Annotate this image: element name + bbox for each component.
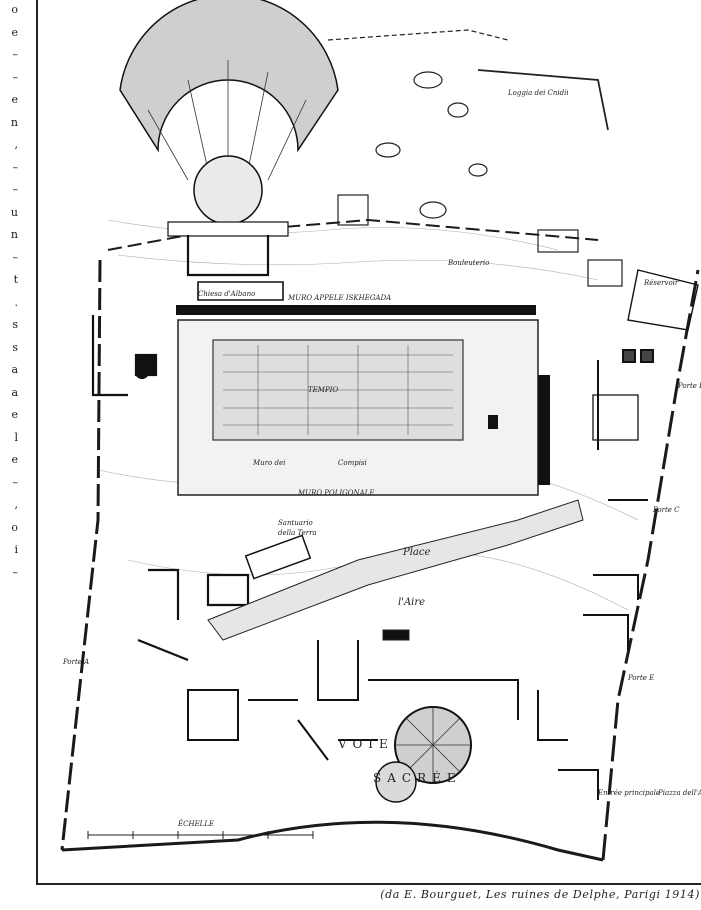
sacred-way xyxy=(207,499,584,641)
figure-caption: (da E. Bourguet, Les ruines de Delphe, P… xyxy=(270,888,700,906)
caption-title: Les ruines de Delphe xyxy=(485,888,617,901)
margin-letter: – xyxy=(12,183,19,196)
margin-letter: e xyxy=(11,93,18,106)
margin-letter: – xyxy=(12,48,19,61)
margin-letter: s xyxy=(12,340,18,354)
label-muro: MURO APPELE ISKHEGADA xyxy=(287,294,391,302)
left-structures xyxy=(91,235,284,662)
upper-right-complex xyxy=(327,29,623,287)
label-bouleuterio: Bouleuterio xyxy=(447,259,490,267)
label-porte-d: Porte D xyxy=(677,382,701,390)
margin-letter: – xyxy=(12,475,19,489)
caption-prefix: (da E. Bourguet, xyxy=(380,888,486,901)
margin-letter: e xyxy=(11,25,18,39)
margin-letter: – xyxy=(12,160,19,174)
margin-letter: a xyxy=(11,363,18,376)
label-entree: Entrée principale xyxy=(597,789,660,797)
label-della-terra: della Terra xyxy=(278,529,317,537)
label-porte-c: Porte C xyxy=(652,506,680,514)
margin-letter: , xyxy=(14,138,19,151)
margin-letter: u xyxy=(10,205,18,219)
round-monument xyxy=(375,706,472,803)
margin-letter: n xyxy=(10,228,18,241)
label-compisi: Compisi xyxy=(338,459,367,467)
label-reservoir: Réservoir xyxy=(643,279,679,287)
site-plan-frame: Loggia dei Cnidii Chiesa d'Albano Bouleu… xyxy=(36,0,701,885)
margin-letter: o xyxy=(11,520,18,534)
margin-letter: – xyxy=(12,70,19,84)
temple-terrace xyxy=(176,305,550,496)
margin-letter: – xyxy=(12,565,19,579)
margin-letter: l xyxy=(14,430,18,444)
margin-letter: t xyxy=(13,273,18,286)
label-santuario: Santuario xyxy=(278,519,313,527)
margin-letter: s xyxy=(12,318,18,331)
margin-letter: – xyxy=(12,250,19,264)
margin-letter: i xyxy=(14,543,18,556)
caption-suffix: , Parigi 1914) xyxy=(616,888,700,901)
label-tempio: TEMPIO xyxy=(308,386,338,394)
lower-buildings xyxy=(187,640,599,800)
margin-letter: o xyxy=(11,3,18,16)
label-scale: ÉCHELLE xyxy=(177,819,214,828)
margin-letter: e xyxy=(11,453,18,466)
margin-letter: n xyxy=(10,115,18,129)
label-muro-dei: Muro dei xyxy=(252,459,285,467)
right-structures xyxy=(583,269,699,650)
margin-letter: , xyxy=(14,498,19,511)
label-poligonale: MURO POLIGONALE xyxy=(297,489,374,497)
theatre xyxy=(119,0,339,237)
plan-labels: Loggia dei Cnidii Chiesa d'Albano Bouleu… xyxy=(62,89,701,828)
enclosure-wall xyxy=(60,218,700,862)
label-place: Place xyxy=(402,547,430,558)
margin-letter: . xyxy=(14,295,19,309)
label-voie: VOIE xyxy=(337,737,394,751)
label-piazza: Piazza dell'Ara xyxy=(657,789,701,797)
label-chiesa: Chiesa d'Albano xyxy=(198,290,255,298)
delphi-site-plan: Loggia dei Cnidii Chiesa d'Albano Bouleu… xyxy=(60,0,701,862)
margin-letter: a xyxy=(11,385,18,399)
label-sacree: SACRÉE xyxy=(373,770,462,785)
label-aire: l'Aire xyxy=(398,597,425,608)
margin-letter: e xyxy=(11,408,18,421)
scale-bar xyxy=(87,831,314,839)
label-porte-e: Porte E xyxy=(627,674,654,682)
label-porte-a: Porte A xyxy=(62,658,89,666)
label-loggia: Loggia dei Cnidii xyxy=(507,89,569,97)
